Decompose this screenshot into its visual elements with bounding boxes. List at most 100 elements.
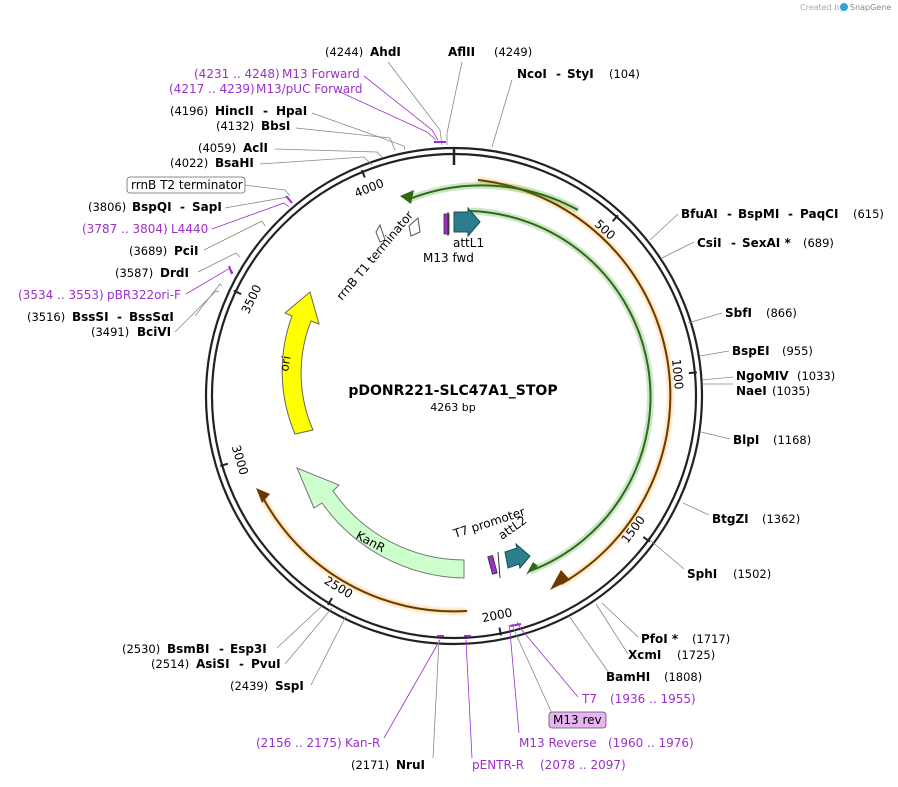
label-sspi[interactable]: (2439) SspI [230,679,304,693]
m13-reverse-range: (1960 .. 1976) [608,736,694,750]
label-ngomiv[interactable]: NgoMIV (1033) [736,369,835,383]
label-m13-puc-forward[interactable]: (4217 .. 4239) M13/pUC Forward [169,82,363,96]
label-pcii[interactable]: (3689) PciI [129,244,199,258]
attl2-arrow [504,542,531,570]
label-rrnb-t2[interactable]: rrnB T2 terminator [126,176,246,194]
label-ahdi[interactable]: (4244) AhdI [325,45,401,59]
ahdi-name: AhdI [370,45,401,59]
label-l4440[interactable]: (3787 .. 3804) L4440 [82,222,208,236]
plasmid-length: 4263 bp [430,401,475,414]
bspei-position: (955) [782,344,813,358]
label-drdi[interactable]: (3587) DrdI [115,266,189,280]
m13-fwd-label: M13 fwd [423,251,474,265]
bsmbi-position: (2530) [122,642,160,656]
drdi-name: DrdI [160,266,189,280]
label-blpi[interactable]: BlpI (1168) [733,433,811,447]
pcii-name: PciI [174,244,199,258]
label-aflii[interactable]: AflII (4249) [448,45,532,59]
kan-r-name: Kan-R [345,736,380,750]
label-hincii-hpai[interactable]: (4196) HincII - HpaI [170,104,307,118]
csii-position: (689) [803,236,834,250]
hincii-position: (4196) [170,104,208,118]
styi-name: StyI [567,67,594,81]
orange-feature-outer [477,177,674,590]
plasmid-name: pDONR221-SLC47A1_STOP [348,383,557,399]
csii-name: CsiI [697,236,722,250]
label-bsahi[interactable]: (4022) BsaHI [170,156,254,170]
label-bsmbi-esp3i[interactable]: (2530) BsmBI - Esp3I [122,642,267,656]
scale-tick-mark [611,214,619,222]
pvui-name: PvuI [251,657,281,671]
scale-tick-label: 1000 [669,358,686,390]
bamhi-position: (1808) [664,670,702,684]
label-bcivi[interactable]: (3491) BciVI [91,325,171,339]
bsmbi-name: BsmBI [167,642,209,656]
rrnb-t1-label: rrnB T1 terminator [334,208,417,303]
label-bsssi-bsssai[interactable]: (3516) BssSI - BssSαI [27,310,174,324]
t7-marker [487,555,498,575]
sspi-name: SspI [275,679,304,693]
bsahi-name: BsaHI [215,156,254,170]
label-m13-rev[interactable]: M13 rev [548,711,607,729]
naei-name: NaeI [736,384,767,398]
label-ncoi-styi[interactable]: NcoI - StyI (104) [517,67,640,81]
label-bspqi-sapi[interactable]: (3806) BspQI - SapI [88,200,222,214]
scale-tick-mark [360,169,366,178]
label-pentr-r[interactable]: pENTR-R (2078 .. 2097) [472,758,626,772]
rrnb-t1-arrow-2 [408,217,421,237]
acli-name: AclI [243,141,268,155]
orange-arrowhead-1 [550,570,570,590]
sbfi-name: SbfI [725,306,752,320]
label-m13-forward[interactable]: (4231 .. 4248) M13 Forward [194,67,360,81]
ori-feature: ori [277,291,320,435]
m13-forward-range: (4231 .. 4248) [194,67,280,81]
m13-reverse-name: M13 Reverse [519,736,597,750]
ncoi-sep: - [556,67,561,81]
label-xcmi[interactable]: XcmI (1725) [628,648,715,662]
label-asisi-pvui[interactable]: (2514) AsiSI - PvuI [151,657,281,671]
plasmid-title: pDONR221-SLC47A1_STOP 4263 bp [348,383,557,414]
aflii-name: AflII [448,45,475,59]
label-m13-reverse[interactable]: M13 Reverse (1960 .. 1976) [519,736,694,750]
pfoi-position: (1717) [692,632,730,646]
bfuai-name: BfuAI [681,207,718,221]
label-pfoi[interactable]: PfoI * (1717) [641,632,730,646]
bsssi-position: (3516) [27,310,65,324]
scale-tick-label: 3500 [239,282,265,316]
ngomiv-name: NgoMIV [736,369,789,383]
m13-rev-label: M13 rev [553,713,602,727]
label-naei[interactable]: NaeI (1035) [736,384,810,398]
label-kan-r-primer[interactable]: (2156 .. 2175) Kan-R [256,736,380,750]
blpi-name: BlpI [733,433,759,447]
rrnb-t2-label: rrnB T2 terminator [131,178,243,192]
label-bamhi[interactable]: BamHI (1808) [606,670,702,684]
label-bfuai-bspmi-paqci[interactable]: BfuAI - BspMI - PaqCI (615) [681,207,884,221]
csii-sep: - [731,236,736,250]
bspmi-name: BspMI [738,207,779,221]
attl1-label: attL1 [453,236,484,250]
bspqi-sep: - [180,200,185,214]
scale-tick-mark [498,627,502,636]
label-csii-sexai[interactable]: CsiI - SexAI * (689) [697,236,834,250]
label-btgzi[interactable]: BtgZI (1362) [712,512,800,526]
label-acli[interactable]: (4059) AclI [198,141,268,155]
aflii-position: (4249) [494,45,532,59]
label-t7[interactable]: T7 (1936 .. 1955) [581,692,696,706]
scale-tick-mark [233,289,242,296]
label-sbfi[interactable]: SbfI (866) [725,306,797,320]
label-bbsi[interactable]: (4132) BbsI [216,119,290,133]
scale-tick-mark [327,597,333,606]
asisi-name: AsiSI [196,657,230,671]
pcii-position: (3689) [129,244,167,258]
leader-lines [174,61,734,759]
green-arrowhead-1 [400,190,414,204]
label-pbr322ori-f[interactable]: (3534 .. 3553) pBR322ori-F [18,288,181,302]
label-nrui[interactable]: (2171) NruI [351,758,425,772]
asisi-sep: - [239,657,244,671]
label-bspei[interactable]: BspEI (955) [732,344,813,358]
bbsi-name: BbsI [261,119,290,133]
ncoi-position: (104) [609,67,640,81]
label-sphi[interactable]: SphI (1502) [687,567,771,581]
bfuai-sep: - [727,207,732,221]
bamhi-name: BamHI [606,670,650,684]
